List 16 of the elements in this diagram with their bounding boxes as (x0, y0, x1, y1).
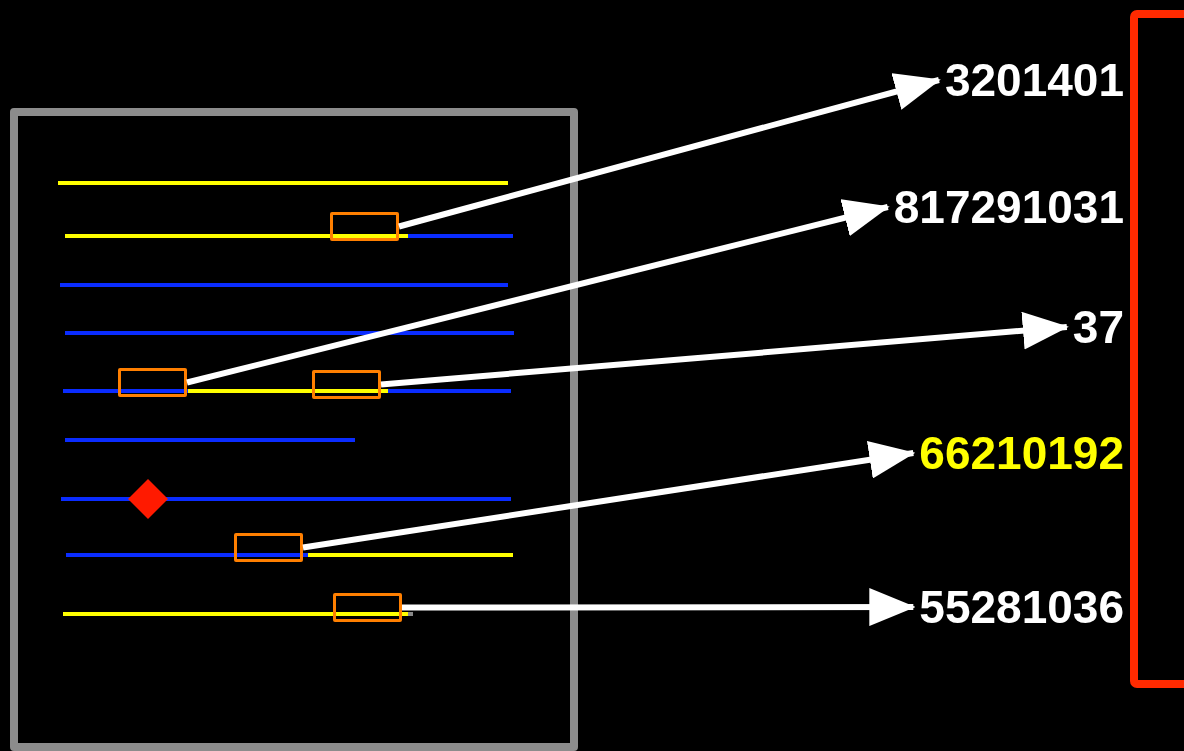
number-label: 37 (1072, 301, 1124, 353)
number-label: 817291031 (893, 181, 1124, 233)
highlight-marker (330, 212, 399, 241)
highlight-marker (234, 533, 303, 562)
arrow (302, 440, 916, 551)
number-label: 3201401 (944, 54, 1124, 106)
arrow (380, 311, 1069, 388)
highlight-marker (333, 593, 402, 622)
arrow (398, 73, 941, 230)
arrow (402, 588, 916, 627)
number-label: 55281036 (919, 581, 1124, 633)
track-panel (10, 108, 578, 751)
number-label: 66210192 (919, 427, 1124, 479)
highlight-marker (312, 370, 381, 399)
highlight-marker (118, 368, 187, 397)
arrow (186, 199, 890, 386)
